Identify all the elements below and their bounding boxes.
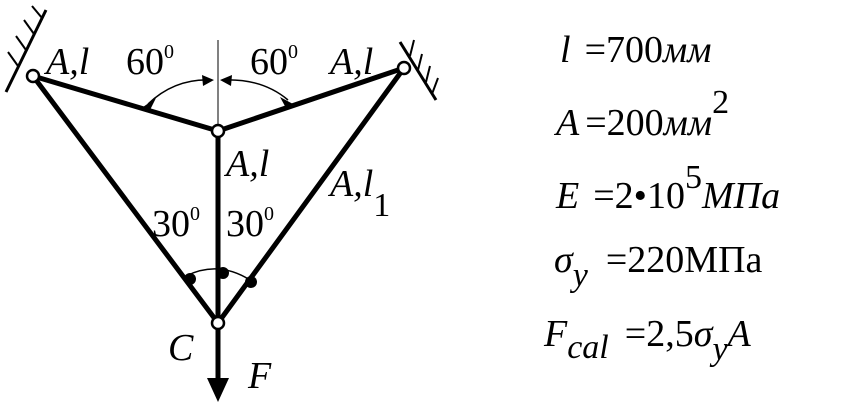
- member-diagonal-left: [30, 73, 221, 326]
- member-top-left: [30, 73, 221, 134]
- joint-right: [396, 60, 412, 76]
- label-vertical-member: A,l: [223, 143, 269, 185]
- param-area: A=200мм2: [553, 84, 729, 144]
- param-calc-force: Fcal=2,5σyA: [543, 313, 752, 368]
- joint-left: [25, 68, 41, 84]
- arc-arrows: [143, 75, 293, 110]
- label-angle-right: 600: [250, 41, 298, 83]
- param-modulus: E=2•105МПа: [555, 159, 780, 217]
- label-angle-left: 600: [126, 41, 174, 83]
- angle-dots: [184, 267, 257, 288]
- left-support: [4, 5, 48, 93]
- label-diagonal-right: A,l1: [327, 163, 390, 224]
- member-top-right: [215, 65, 407, 134]
- param-length: l=700мм: [560, 29, 712, 71]
- label-top-right-member: A,l: [327, 41, 373, 83]
- param-yield-stress: σy=220МПа: [554, 239, 763, 294]
- label-angle-low-left: 300: [152, 203, 200, 245]
- right-support: [398, 39, 439, 101]
- joint-c: [210, 315, 226, 331]
- joint-center: [210, 123, 226, 139]
- parameter-list: l=700мм A=200мм2 E=2•105МПа σy=220МПа Fc…: [543, 29, 780, 368]
- label-force: F: [247, 355, 272, 397]
- label-angle-low-right: 300: [226, 203, 274, 245]
- force-arrow: [207, 323, 229, 402]
- joints: [25, 60, 412, 331]
- label-top-left-member: A,l: [43, 41, 89, 83]
- label-node-c: C: [168, 327, 194, 369]
